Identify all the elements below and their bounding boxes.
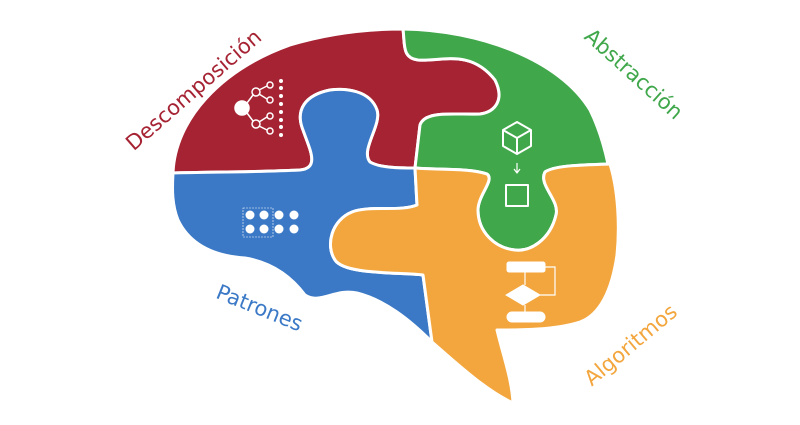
tree-hierarchy-icon [234, 79, 283, 137]
dot-grid-icon [242, 207, 299, 238]
cube-to-square-icon [502, 121, 532, 207]
flowchart-icon [505, 261, 556, 323]
puzzle-piece-algorithms [329, 162, 620, 405]
